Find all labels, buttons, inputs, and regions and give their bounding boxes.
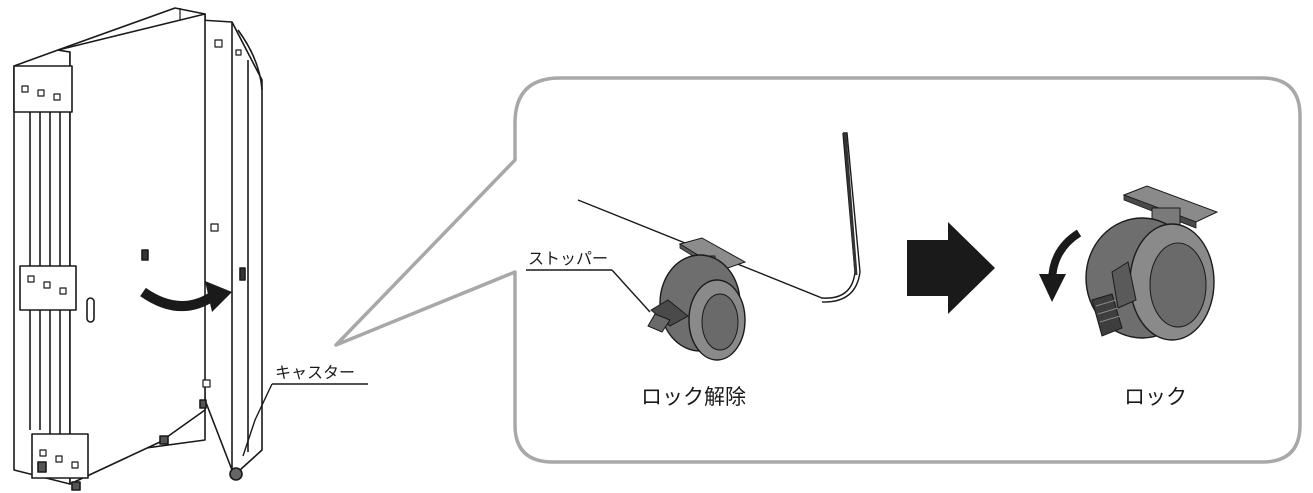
- callout-bubble: [334, 76, 1302, 464]
- caster-label: キャスター: [275, 363, 355, 382]
- cabinet-side-door: [199, 19, 263, 471]
- cabinet-illustration: [13, 7, 263, 491]
- lock-rotation-arrow-icon: [1039, 229, 1082, 302]
- caster-callout: キャスター: [242, 363, 368, 457]
- unlock-label: ロック解除: [641, 385, 746, 409]
- cabinet-casters: [37, 399, 243, 491]
- cabinet-front-main: [57, 13, 206, 485]
- zoom-callout: [334, 76, 1302, 464]
- locked-caster-illustration: [1085, 185, 1219, 341]
- right-arrow-icon: [907, 222, 995, 314]
- locked-stopper-pedal: [1091, 261, 1137, 337]
- lock-label: ロック: [1124, 385, 1187, 409]
- curved-arrow-icon: [140, 281, 232, 312]
- cabinet-screws: [21, 39, 242, 469]
- handle-slot: [86, 297, 95, 323]
- stopper-label: ストッパー: [528, 249, 608, 268]
- unlocked-caster-illustration: [577, 132, 861, 361]
- stopper-callout: ストッパー: [526, 249, 651, 313]
- unlocked-stopper-pedal: [647, 299, 689, 333]
- lock-square: [141, 249, 149, 261]
